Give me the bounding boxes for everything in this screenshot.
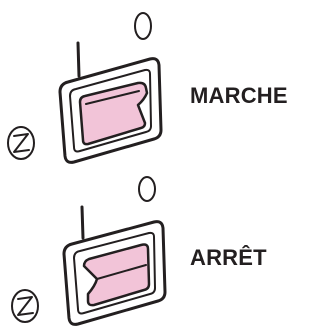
rocker <box>82 243 151 307</box>
off-mark-icon <box>134 12 152 40</box>
switch-frame-inner <box>69 68 152 153</box>
off-mark-icon <box>138 176 156 202</box>
switch-frame-outer <box>58 57 163 164</box>
switch-off <box>11 176 167 326</box>
switch-on <box>7 12 163 164</box>
on-mark-icon <box>76 41 81 78</box>
screw-icon <box>11 289 39 323</box>
rocker-ridge <box>85 90 140 105</box>
rocker <box>78 81 149 146</box>
switch-state-label-on: MARCHE <box>190 83 288 108</box>
switch-state-label-off: ARRÊT <box>190 245 267 270</box>
screw-icon <box>7 126 35 160</box>
switch-frame-inner <box>73 231 156 315</box>
on-mark-icon <box>80 205 85 240</box>
switch-frame-outer <box>62 220 167 326</box>
rocker-ridge <box>96 264 147 280</box>
